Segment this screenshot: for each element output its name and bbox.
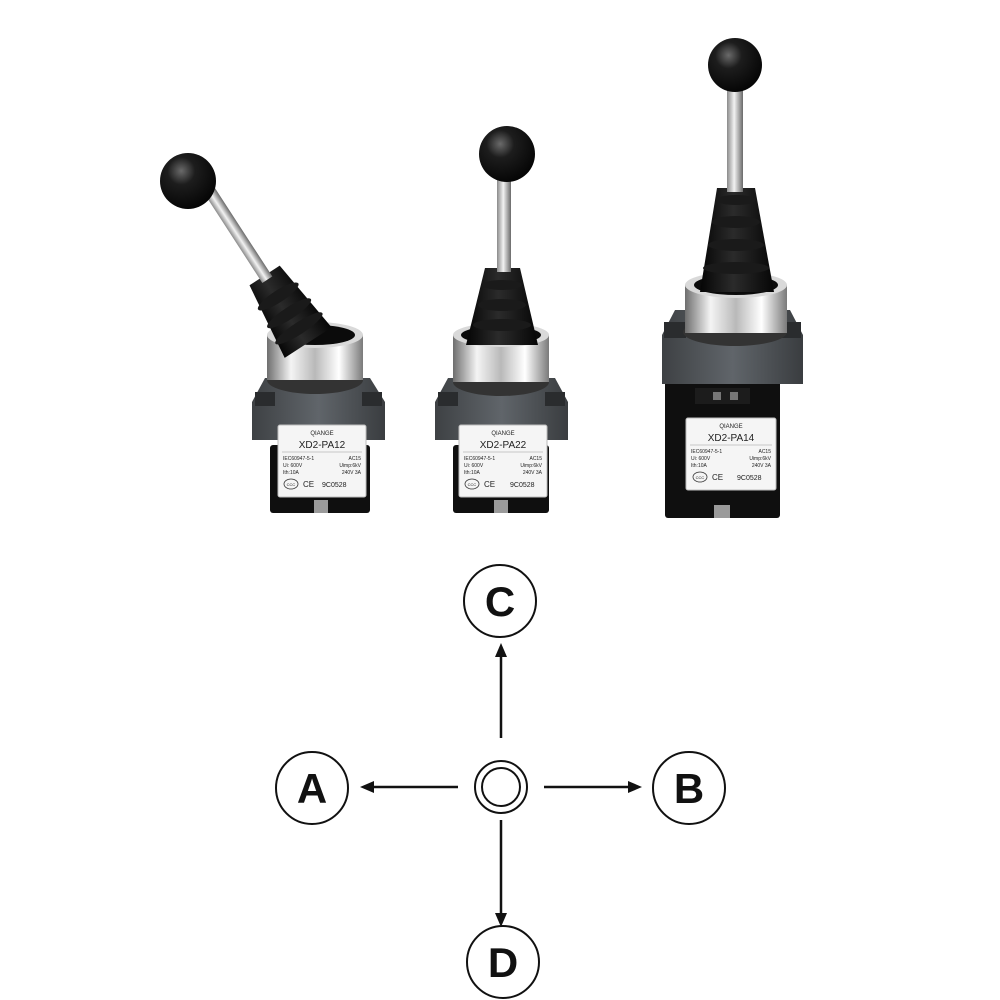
position-label-d: D	[488, 939, 518, 986]
spec-uimp: Uimp:6kV	[339, 463, 361, 469]
position-label-a: A	[297, 765, 327, 812]
rating-label: QIANGE XD2-PA12 IEC60947-5-1 Ui: 600V It…	[277, 424, 367, 498]
arrow-left-icon	[360, 781, 374, 793]
rubber-boot	[196, 175, 332, 358]
spec-standard: IEC60947-5-1	[464, 456, 495, 462]
spec-ith: Ith:10A	[283, 470, 300, 476]
spec-uimp: Uimp:6kV	[749, 456, 771, 462]
spec-category: AC15	[348, 456, 361, 462]
joystick-switch-2: QIANGE XD2-PA22 IEC60947-5-1 Ui: 600V It…	[435, 126, 568, 513]
rating-label: QIANGE XD2-PA14 IEC60947-5-1 Ui: 600V It…	[685, 417, 777, 491]
spec-ith: Ith:10A	[464, 470, 481, 476]
spec-ui: Ui: 600V	[691, 456, 711, 462]
lever-rod	[727, 88, 743, 192]
spec-rating: 240V 3A	[752, 463, 772, 469]
ccc-mark-text: CCC	[287, 482, 296, 487]
spec-category: AC15	[529, 456, 542, 462]
black-knob	[479, 126, 535, 182]
ccc-mark	[283, 478, 299, 490]
joystick-switch-1: QIANGE XD2-PA12 IEC60947-5-1 Ui: 600V It…	[160, 153, 385, 513]
ccc-mark-text: CCC	[468, 482, 477, 487]
arrow-right-icon	[628, 781, 642, 793]
position-label-c: C	[485, 578, 515, 625]
batch-code: 9C0528	[510, 482, 535, 489]
ccc-mark	[464, 478, 480, 490]
spec-standard: IEC60947-5-1	[283, 456, 314, 462]
spec-ith: Ith:10A	[691, 463, 708, 469]
ce-mark: CE	[712, 473, 723, 482]
spec-uimp: Uimp:6kV	[520, 463, 542, 469]
batch-code: 9C0528	[322, 482, 347, 489]
arrow-down-icon	[495, 913, 507, 927]
ccc-mark	[692, 471, 708, 483]
model-number: XD2-PA14	[708, 433, 755, 444]
spec-standard: IEC60947-5-1	[691, 449, 722, 455]
brand-mark: QIANGE	[310, 431, 333, 437]
joystick-switch-3: QIANGE XD2-PA14 IEC60947-5-1 Ui: 600V It…	[662, 38, 803, 518]
direction-diagram: C A B D	[275, 564, 726, 999]
spec-ui: Ui: 600V	[464, 463, 484, 469]
black-knob	[160, 153, 216, 209]
spec-ui: Ui: 600V	[283, 463, 303, 469]
model-number: XD2-PA22	[480, 440, 527, 451]
spec-category: AC15	[758, 449, 771, 455]
model-number: XD2-PA12	[299, 440, 346, 451]
lever-rod	[196, 175, 273, 283]
rating-label: QIANGE XD2-PA22 IEC60947-5-1 Ui: 600V It…	[458, 424, 548, 498]
batch-code: 9C0528	[737, 475, 762, 482]
black-knob	[708, 38, 762, 92]
ce-mark: CE	[484, 480, 495, 489]
brand-mark: QIANGE	[491, 431, 514, 437]
ce-mark: CE	[303, 480, 314, 489]
lever-rod	[497, 178, 511, 272]
spec-rating: 240V 3A	[523, 470, 543, 476]
spec-rating: 240V 3A	[342, 470, 362, 476]
position-label-b: B	[674, 765, 704, 812]
brand-mark: QIANGE	[719, 424, 742, 430]
rubber-boot	[466, 268, 538, 345]
ccc-mark-text: CCC	[696, 475, 705, 480]
arrow-up-icon	[495, 643, 507, 657]
rubber-boot	[700, 188, 774, 292]
